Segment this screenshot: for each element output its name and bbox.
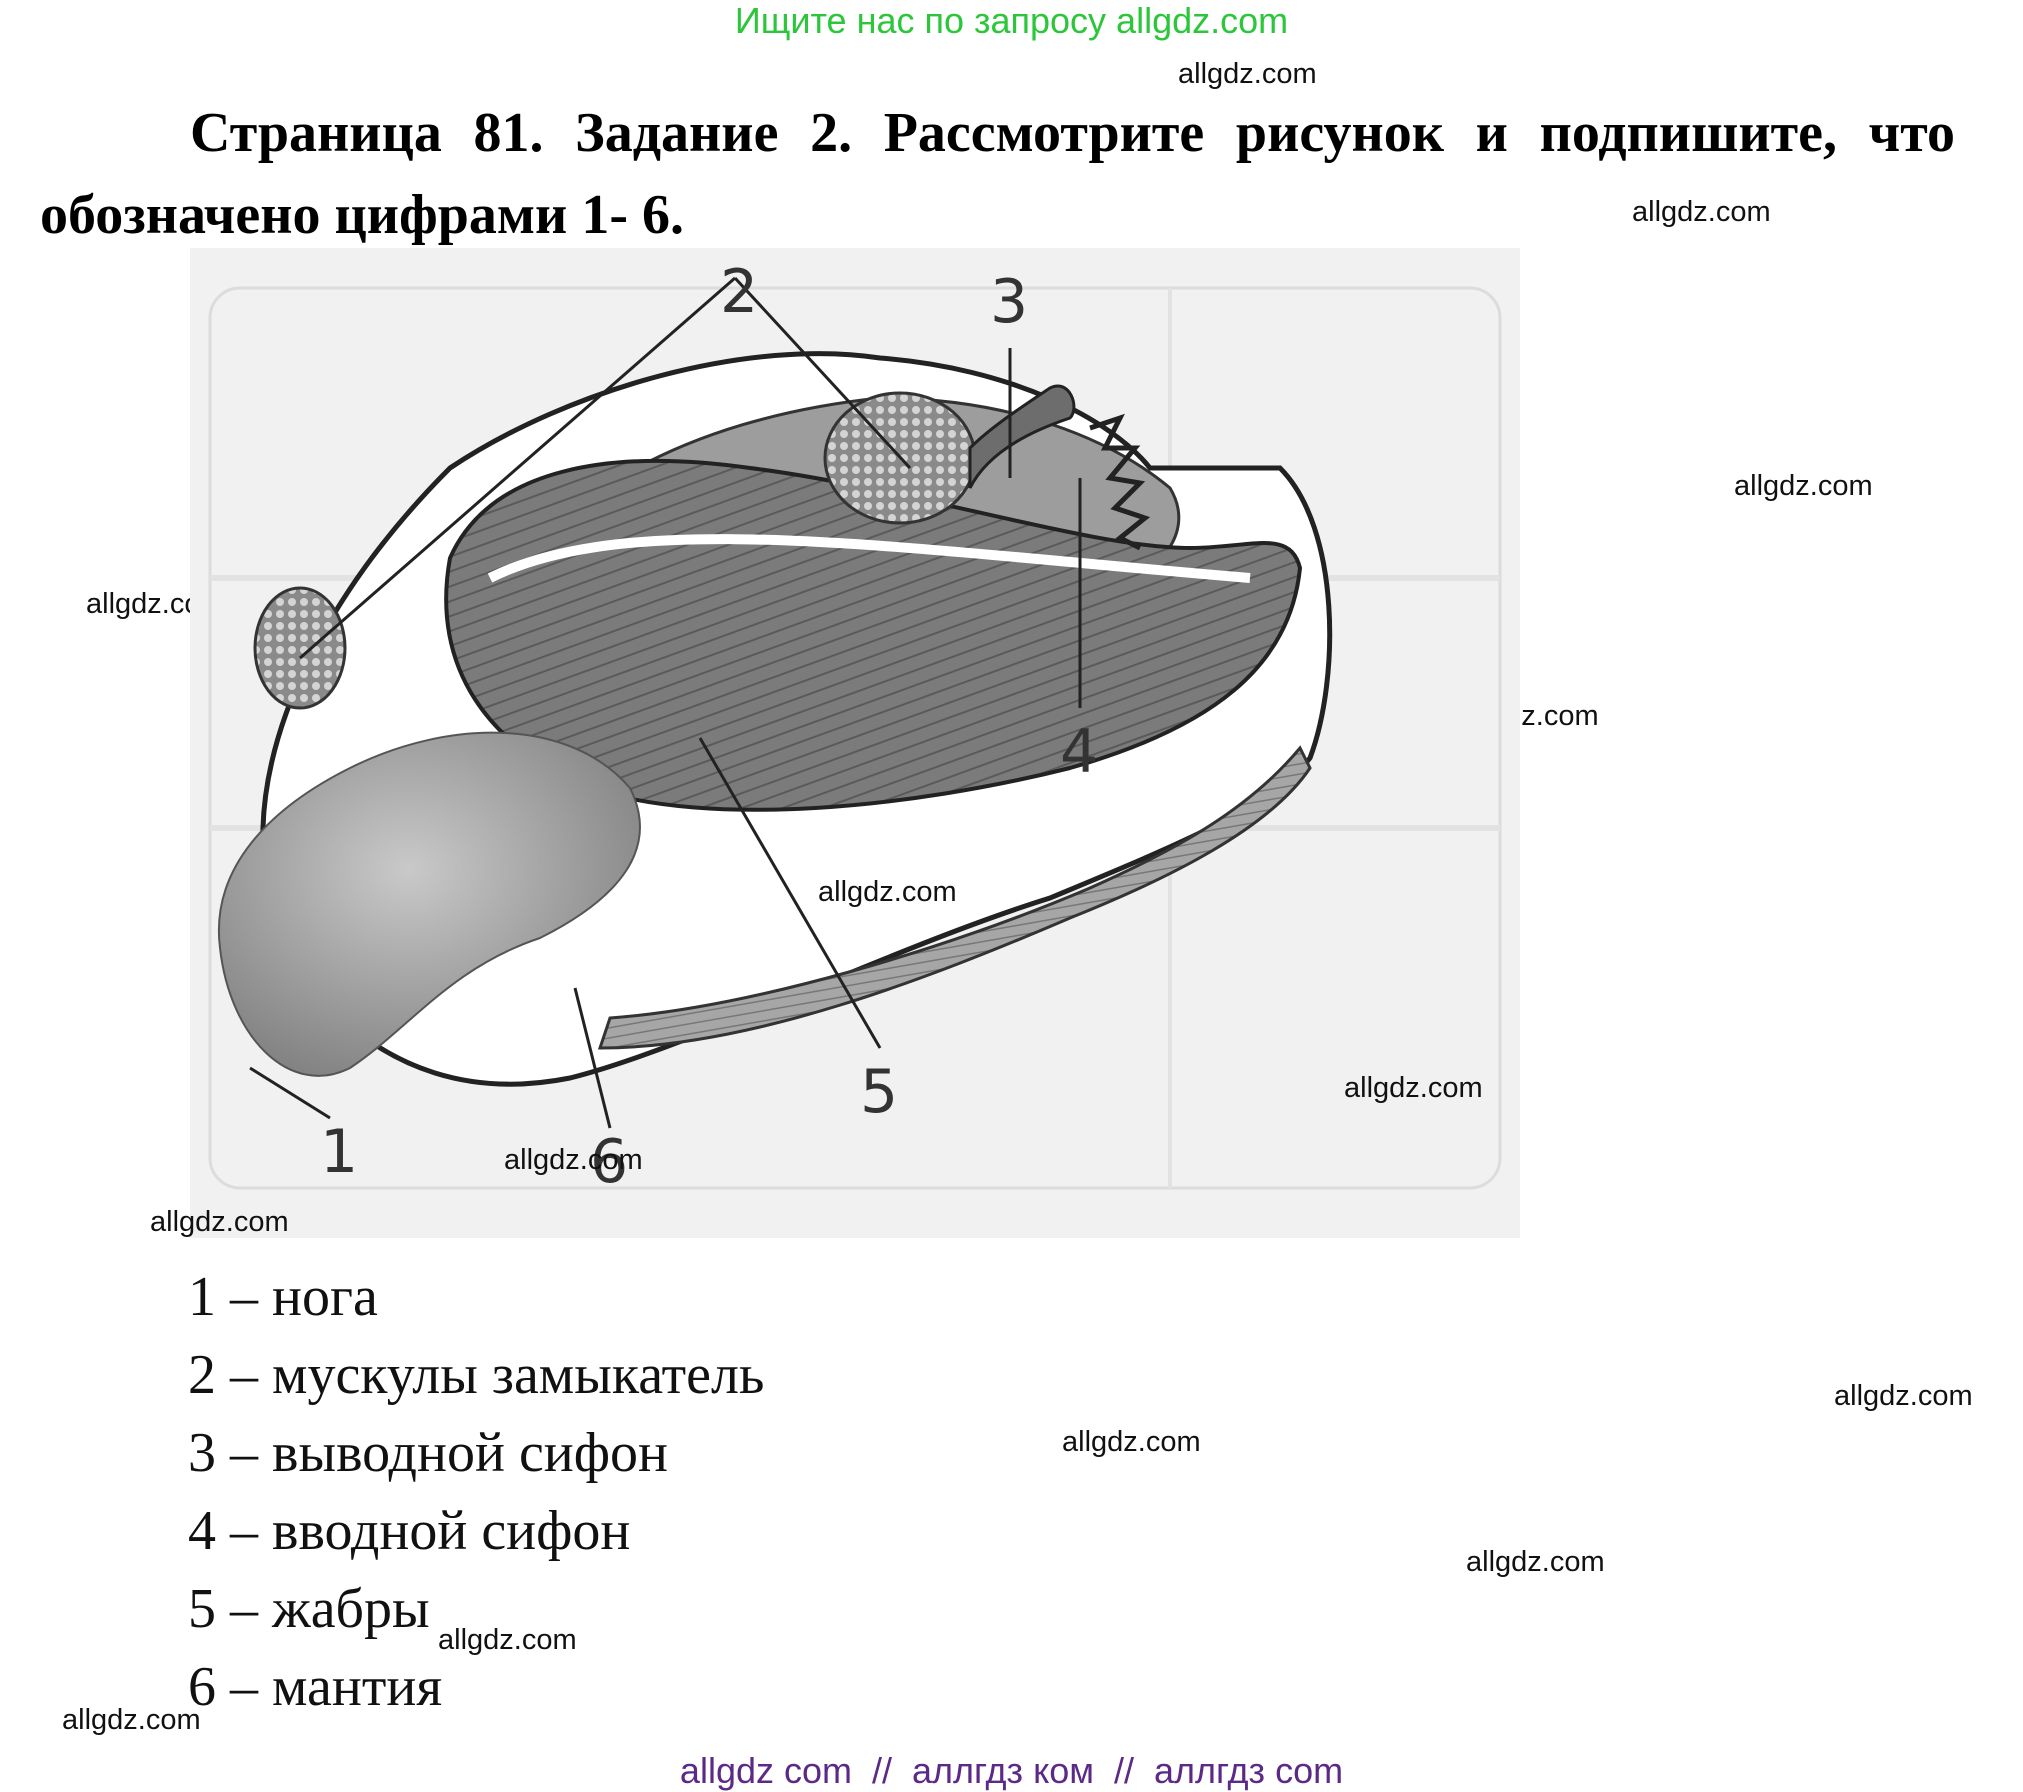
figure-label-5: 5: [860, 1057, 898, 1127]
answers-list: 1 – нога 2 – мускулы замыкатель 3 – выво…: [188, 1258, 764, 1726]
task-heading: Страница 81. Задание 2. Рассмотрите рису…: [40, 102, 1955, 246]
foot: [217, 731, 641, 1077]
watermark: allgdz.com: [1178, 58, 1317, 90]
answer-item: 1 – нога: [188, 1266, 378, 1328]
watermark: allgdz.com: [150, 1206, 289, 1238]
answer-item: 5 – жабры: [188, 1578, 430, 1640]
watermark: allgdz.com: [1632, 196, 1771, 228]
incurrent-siphon: [1089, 413, 1151, 551]
answer-item: 3 – выводной сифон: [188, 1422, 669, 1484]
watermark: allgdz.com: [1834, 1380, 1973, 1412]
watermark: allgdz.com: [1466, 1546, 1605, 1578]
mussel-anatomy-figure: 2 3 4 5 6 1: [190, 248, 1520, 1238]
figure-label-2: 2: [720, 257, 758, 327]
top-banner-link[interactable]: Ищите нас по запросу allgdz.com: [734, 0, 1289, 41]
watermark: allgdz.com: [1344, 1072, 1483, 1104]
figure-label-1: 1: [320, 1117, 358, 1187]
answer-item: 4 – вводной сифон: [188, 1500, 631, 1562]
leader-lines: [249, 276, 1082, 1129]
answer-item: 6 – мантия: [188, 1656, 443, 1718]
figure-label-6: 6: [590, 1127, 628, 1197]
watermark: allgdz.com: [504, 1144, 643, 1176]
excurrent-siphon: [968, 384, 1076, 489]
watermark: allgdz.com: [62, 1704, 201, 1736]
bottom-links[interactable]: allgdz com // аллгдз ком // аллгдз com: [679, 1750, 1344, 1791]
watermark: allgdz.com: [1734, 470, 1873, 502]
mantle-fringe: [597, 745, 1312, 1050]
watermark: allgdz.com: [1062, 1426, 1201, 1458]
watermark: allgdz.com: [818, 876, 957, 908]
adductor-muscle-anterior: [253, 586, 347, 710]
figure-label-3: 3: [990, 267, 1028, 337]
watermark: allgdz.com: [438, 1624, 577, 1656]
figure-label-4: 4: [1060, 717, 1098, 787]
answer-item: 2 – мускулы замыкатель: [188, 1344, 765, 1406]
